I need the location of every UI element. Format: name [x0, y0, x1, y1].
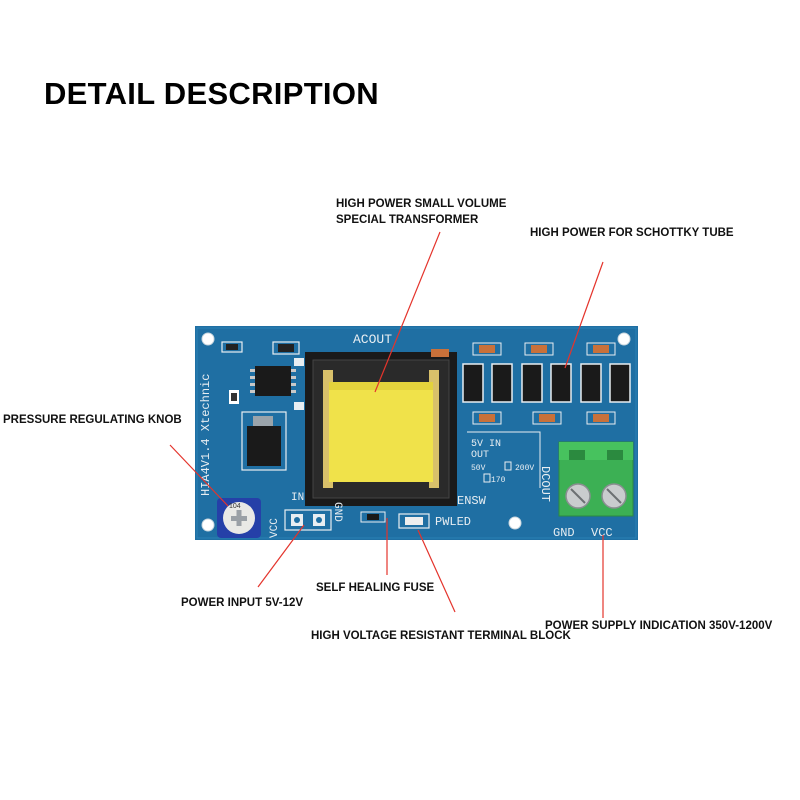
power-input-label: POWER INPUT 5V-12V — [181, 597, 304, 609]
silk-5v-in: 5V IN — [471, 439, 501, 450]
silk-gnd-right: GND — [553, 526, 575, 540]
mosfet-component — [241, 411, 287, 471]
transformer-label-line2: SPECIAL TRANSFORMER — [336, 214, 479, 226]
terminal-block-label: HIGH VOLTAGE RESISTANT TERMINAL BLOCK — [311, 630, 571, 642]
schottky-label: HIGH POWER FOR SCHOTTKY TUBE — [530, 227, 734, 239]
pcb-board: HIA4V1.4 Xtechnic ACOUT — [195, 326, 638, 540]
ic-chip — [250, 358, 304, 410]
transformer — [305, 352, 457, 506]
power-led — [398, 513, 430, 529]
silk-out: OUT — [471, 450, 489, 461]
fuse-label: SELF HEALING FUSE — [316, 582, 435, 594]
smd-components-left — [221, 341, 300, 404]
knob-label: PRESSURE REGULATING KNOB — [3, 414, 182, 426]
terminal-block — [558, 441, 634, 517]
silk-gnd-left: GND — [331, 502, 343, 522]
self-healing-fuse — [360, 511, 386, 523]
mounting-holes — [201, 332, 631, 532]
output-voltage-selector: 5V IN OUT 50V 200V 170 — [467, 431, 541, 488]
silk-50v: 50V — [471, 464, 486, 473]
board-model-text: HIA4V1.4 Xtechnic — [199, 374, 213, 496]
pot-marking: 104 — [229, 503, 241, 510]
transformer-label-line1: HIGH POWER SMALL VOLUME — [336, 198, 507, 210]
power-indication-label: POWER SUPPLY INDICATION 350V-1200V — [545, 620, 773, 632]
silk-vcc-right: VCC — [591, 526, 613, 540]
page-title: DETAIL DESCRIPTION — [44, 76, 379, 111]
silk-pwled: PWLED — [435, 515, 471, 529]
power-input-header — [284, 509, 332, 531]
silk-200v: 200V — [515, 464, 534, 473]
silk-170: 170 — [491, 476, 506, 485]
silk-vcc-left: VCC — [269, 518, 281, 538]
silk-in: IN — [291, 492, 304, 504]
silk-dcout: DCOUT — [538, 466, 552, 502]
silk-ensw: ENSW — [457, 494, 487, 508]
pressure-regulating-knob: 104 — [217, 498, 261, 538]
transformer-core — [329, 382, 433, 482]
acout-label: ACOUT — [353, 332, 392, 347]
schottky-diodes — [462, 363, 631, 403]
